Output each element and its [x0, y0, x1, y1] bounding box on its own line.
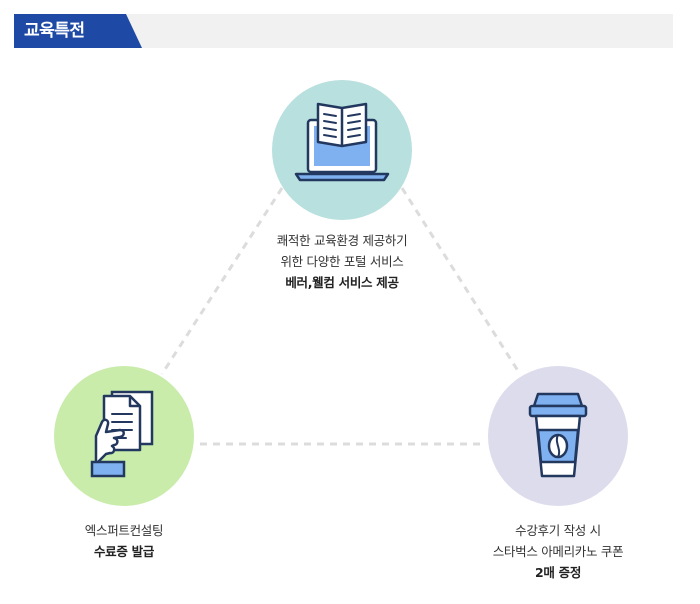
open-book-laptop-icon: [294, 102, 390, 182]
certificate-caption: 엑스퍼트컨설팅 수료증 발급: [14, 520, 234, 562]
coffee-coupon-circle: [488, 366, 628, 506]
section-title: 교육특전: [24, 21, 85, 41]
coupon-line-2: 스타벅스 아메리카노 쿠폰: [492, 544, 624, 559]
portal-line-1: 쾌적한 교육환경 제공하기: [276, 233, 408, 248]
certificate-line-1: 엑스퍼트컨설팅: [84, 523, 164, 538]
portal-line-2: 위한 다양한 포털 서비스: [280, 254, 404, 269]
header-tab: [14, 14, 142, 48]
portal-service-caption: 쾌적한 교육환경 제공하기 위한 다양한 포털 서비스 베러,웰컴 서비스 제공: [222, 230, 462, 293]
certificate-highlight: 수료증 발급: [93, 544, 155, 559]
hand-holding-document-icon: [90, 390, 154, 478]
coupon-line-1: 수강후기 작성 시: [515, 523, 601, 538]
coffee-cup-icon: [528, 392, 588, 478]
portal-service-circle: [272, 80, 412, 220]
coupon-highlight: 2매 증정: [534, 565, 582, 580]
coffee-coupon-caption: 수강후기 작성 시 스타벅스 아메리카노 쿠폰 2매 증정: [438, 520, 678, 583]
portal-highlight: 베러,웰컴 서비스 제공: [285, 275, 399, 290]
certificate-circle: [54, 366, 194, 506]
